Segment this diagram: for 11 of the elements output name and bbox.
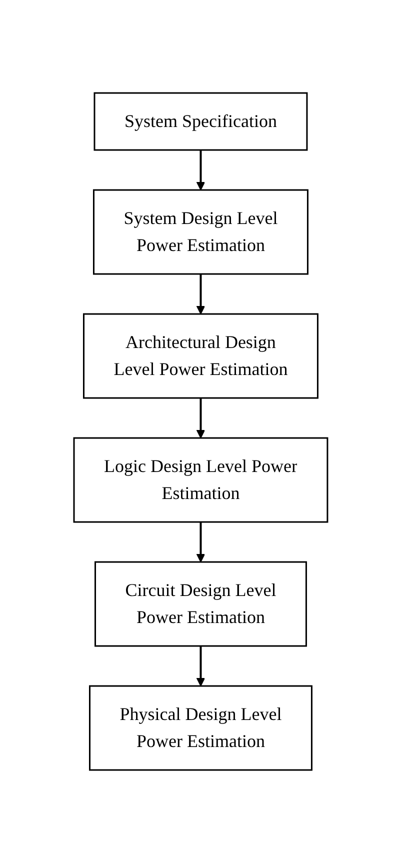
arrow <box>196 274 206 314</box>
node-box: Architectural Design Level Power Estimation <box>83 312 319 398</box>
arrow <box>196 646 206 686</box>
arrow <box>196 150 206 190</box>
node-box: Circuit Design Level Power Estimation <box>94 560 308 646</box>
arrow <box>196 398 206 438</box>
node-box: System Design Level Power Estimation <box>93 188 309 274</box>
node-box: System Specification <box>94 92 308 150</box>
node-box: Physical Design Level Power Estimation <box>89 684 313 770</box>
node-box: Logic Design Level Power Estimation <box>74 436 328 522</box>
arrow <box>196 522 206 562</box>
